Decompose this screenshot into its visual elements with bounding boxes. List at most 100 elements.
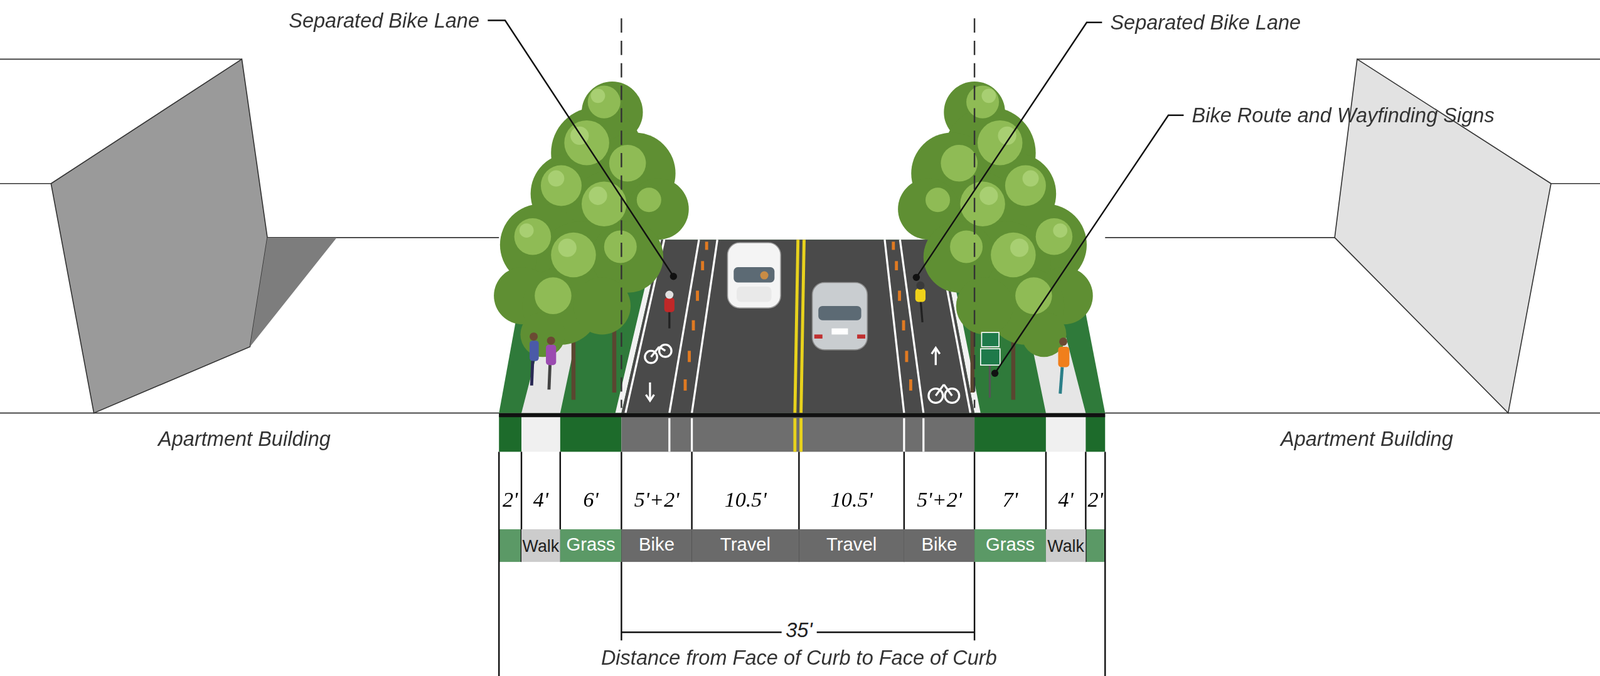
section-face bbox=[1045, 413, 1086, 453]
cyclist bbox=[664, 298, 675, 313]
bike-symbol bbox=[659, 345, 672, 358]
dimension-label: 10.5' bbox=[724, 487, 767, 514]
section-face bbox=[799, 418, 803, 453]
road-surface bbox=[621, 239, 975, 413]
bollard bbox=[692, 320, 696, 331]
section-face bbox=[521, 413, 561, 453]
leader-line bbox=[487, 20, 1184, 374]
cross-section-band: Grass bbox=[560, 529, 622, 563]
table-band-end bbox=[498, 529, 1105, 563]
section-face bbox=[690, 418, 693, 453]
section-face bbox=[498, 413, 1105, 418]
section-face bbox=[621, 413, 975, 453]
car bbox=[733, 267, 775, 283]
bike-symbol bbox=[645, 394, 654, 401]
bollard bbox=[891, 241, 895, 250]
cross-section-band: Travel bbox=[798, 529, 905, 563]
building-label: Apartment Building bbox=[158, 426, 331, 452]
bike-symbol bbox=[931, 348, 940, 355]
lane-marking bbox=[801, 239, 805, 413]
car bbox=[814, 334, 823, 339]
building-outline bbox=[1104, 412, 1600, 415]
band-label: Grass bbox=[985, 535, 1035, 556]
dimension-label: 35' bbox=[781, 618, 817, 644]
cyclist bbox=[915, 288, 926, 302]
bike-symbol bbox=[934, 348, 937, 366]
wayfinding-sign bbox=[981, 332, 999, 347]
lane-marking bbox=[899, 239, 923, 413]
bike-symbol bbox=[943, 384, 952, 396]
pedestrian bbox=[529, 332, 538, 341]
bollard bbox=[902, 320, 906, 331]
street-illustration bbox=[493, 81, 689, 400]
bollard bbox=[687, 350, 691, 363]
bollard bbox=[909, 379, 913, 391]
band-label: Walk bbox=[522, 536, 560, 556]
car bbox=[760, 271, 769, 280]
leader-line bbox=[487, 20, 674, 277]
band-label: Bike bbox=[921, 535, 958, 556]
building-face bbox=[50, 58, 268, 413]
pedestrian bbox=[549, 365, 551, 390]
band-label: Grass bbox=[566, 535, 616, 556]
car bbox=[736, 286, 772, 302]
dimension-label: 2' bbox=[502, 487, 518, 514]
building-outline bbox=[1357, 58, 1600, 61]
building-outline bbox=[0, 58, 242, 61]
dimension-label: 2' bbox=[1088, 487, 1104, 514]
building-outline bbox=[0, 412, 499, 415]
wayfinding-sign bbox=[980, 348, 1001, 366]
pedestrian bbox=[529, 332, 1070, 395]
dimension-label: 10.5' bbox=[830, 487, 873, 514]
pedestrian bbox=[547, 336, 556, 346]
car bbox=[818, 306, 861, 321]
lane-marking bbox=[625, 239, 971, 413]
car bbox=[831, 328, 848, 336]
bike-symbol bbox=[645, 345, 960, 404]
cyclist bbox=[664, 281, 926, 329]
cross-section-band: Bike bbox=[904, 529, 975, 563]
building-outline bbox=[1104, 237, 1335, 239]
dimension-label: 5'+2' bbox=[634, 487, 680, 514]
pedestrian bbox=[545, 345, 556, 366]
car bbox=[727, 242, 782, 309]
callout-label: Separated Bike Lane bbox=[1109, 10, 1301, 35]
pedestrian bbox=[1060, 367, 1063, 394]
bollard bbox=[700, 261, 704, 271]
cross-section-band: Walk bbox=[1045, 529, 1086, 563]
leader-dot bbox=[670, 272, 678, 280]
leader-line bbox=[916, 22, 1102, 278]
cyclist bbox=[665, 290, 674, 299]
section-face bbox=[974, 413, 1046, 453]
dimension-label: 4' bbox=[533, 487, 549, 514]
bike-symbol bbox=[651, 346, 660, 358]
bollard bbox=[905, 350, 909, 363]
cross-section-band: Travel bbox=[692, 529, 800, 563]
dimension-label: 6' bbox=[582, 487, 598, 514]
dimension-label: 5'+2' bbox=[916, 487, 962, 514]
bollard bbox=[705, 241, 709, 250]
bike-symbol bbox=[935, 384, 944, 396]
dimension-label: 7' bbox=[1002, 487, 1018, 514]
bollard bbox=[695, 290, 699, 301]
section-face bbox=[793, 418, 797, 453]
bike-symbol bbox=[648, 382, 651, 401]
section-face bbox=[668, 418, 671, 453]
lane-marking bbox=[692, 239, 718, 413]
car bbox=[727, 242, 868, 351]
pedestrian bbox=[529, 340, 539, 362]
section-face bbox=[922, 418, 925, 453]
lane-marking bbox=[669, 239, 699, 413]
road-surface bbox=[621, 239, 975, 413]
cross-section-band: Bike bbox=[621, 529, 692, 563]
building-outline bbox=[0, 183, 51, 185]
band-label: Travel bbox=[826, 535, 877, 556]
section-face bbox=[1085, 413, 1105, 453]
dimension-caption: Distance from Face of Curb to Face of Cu… bbox=[601, 645, 998, 671]
dimension-label: 4' bbox=[1057, 487, 1073, 514]
table-band-end bbox=[1085, 529, 1105, 563]
building-face bbox=[249, 237, 337, 347]
car bbox=[812, 282, 868, 350]
leader-dot bbox=[912, 274, 920, 282]
